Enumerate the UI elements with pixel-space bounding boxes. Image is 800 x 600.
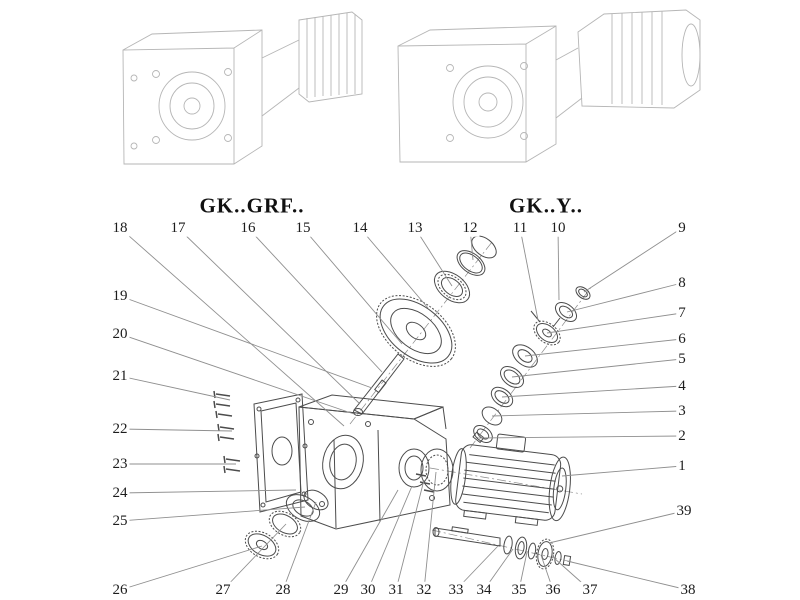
- leader-line-2: [478, 435, 683, 439]
- leader-line-7: [546, 312, 683, 334]
- assembled-view-gk-y-drawing: [397, 9, 701, 163]
- leader-line-21: [119, 375, 231, 401]
- leader-line-32: [423, 471, 437, 591]
- leader-line-9: [583, 227, 683, 293]
- leader-line-22: [119, 428, 233, 432]
- leader-line-8: [566, 282, 683, 313]
- leader-line-16: [247, 227, 383, 373]
- lower-bearing-gear-stack: [244, 489, 329, 560]
- exploded-view-drawing: [213, 235, 593, 570]
- input-shaft: [353, 353, 405, 416]
- leader-line-11: [519, 227, 539, 321]
- retaining-rings: [456, 235, 497, 276]
- leader-line-6: [524, 338, 683, 357]
- leader-line-38: [566, 560, 689, 591]
- leader-line-13: [414, 227, 453, 287]
- bevel-pinion-group: [530, 286, 591, 346]
- assembled-view-gk-grf-drawing: [122, 11, 363, 165]
- leader-line-24: [119, 489, 297, 494]
- gear-housing: [298, 394, 451, 530]
- washer-stack: [472, 344, 538, 444]
- leader-line-30: [367, 485, 413, 591]
- leader-line-15: [302, 227, 403, 345]
- leader-line-17: [177, 227, 361, 405]
- motor-axis-line: [429, 467, 583, 495]
- leader-line-5: [511, 358, 683, 378]
- leader-line-12: [469, 227, 474, 261]
- model-title-gk-grf: GK..GRF..: [199, 193, 305, 218]
- leader-line-19: [119, 295, 373, 389]
- leader-line-3: [491, 410, 683, 417]
- output-shaft-assembly: [432, 526, 572, 570]
- leader-line-33: [455, 545, 499, 591]
- leader-line-29: [340, 489, 399, 591]
- upper-bearing: [433, 270, 471, 304]
- leader-line-35: [518, 551, 528, 591]
- flange-plate: [253, 393, 309, 513]
- fastener-screws: [213, 390, 241, 474]
- leader-line-34: [483, 548, 514, 591]
- leader-line-4: [501, 385, 683, 398]
- output-axis-line: [431, 529, 573, 563]
- leader-line-10: [557, 227, 560, 301]
- motor: [450, 433, 571, 526]
- leader-line-25: [119, 506, 306, 522]
- leader-line-36: [540, 554, 554, 591]
- leader-line-26: [119, 545, 263, 591]
- leader-line-31: [395, 479, 425, 591]
- leader-line-18: [119, 227, 345, 427]
- leader-line-37: [553, 557, 591, 591]
- leader-line-20: [119, 333, 355, 415]
- leader-line-39: [548, 510, 685, 544]
- leader-line-27: [222, 523, 287, 591]
- leader-line-14: [359, 227, 429, 309]
- leader-line-1: [561, 465, 683, 477]
- model-title-gk-y: GK..Y..: [509, 193, 583, 218]
- gear-wheel: [376, 295, 456, 367]
- adapter-flange: [415, 448, 454, 493]
- leader-line-28: [282, 501, 317, 591]
